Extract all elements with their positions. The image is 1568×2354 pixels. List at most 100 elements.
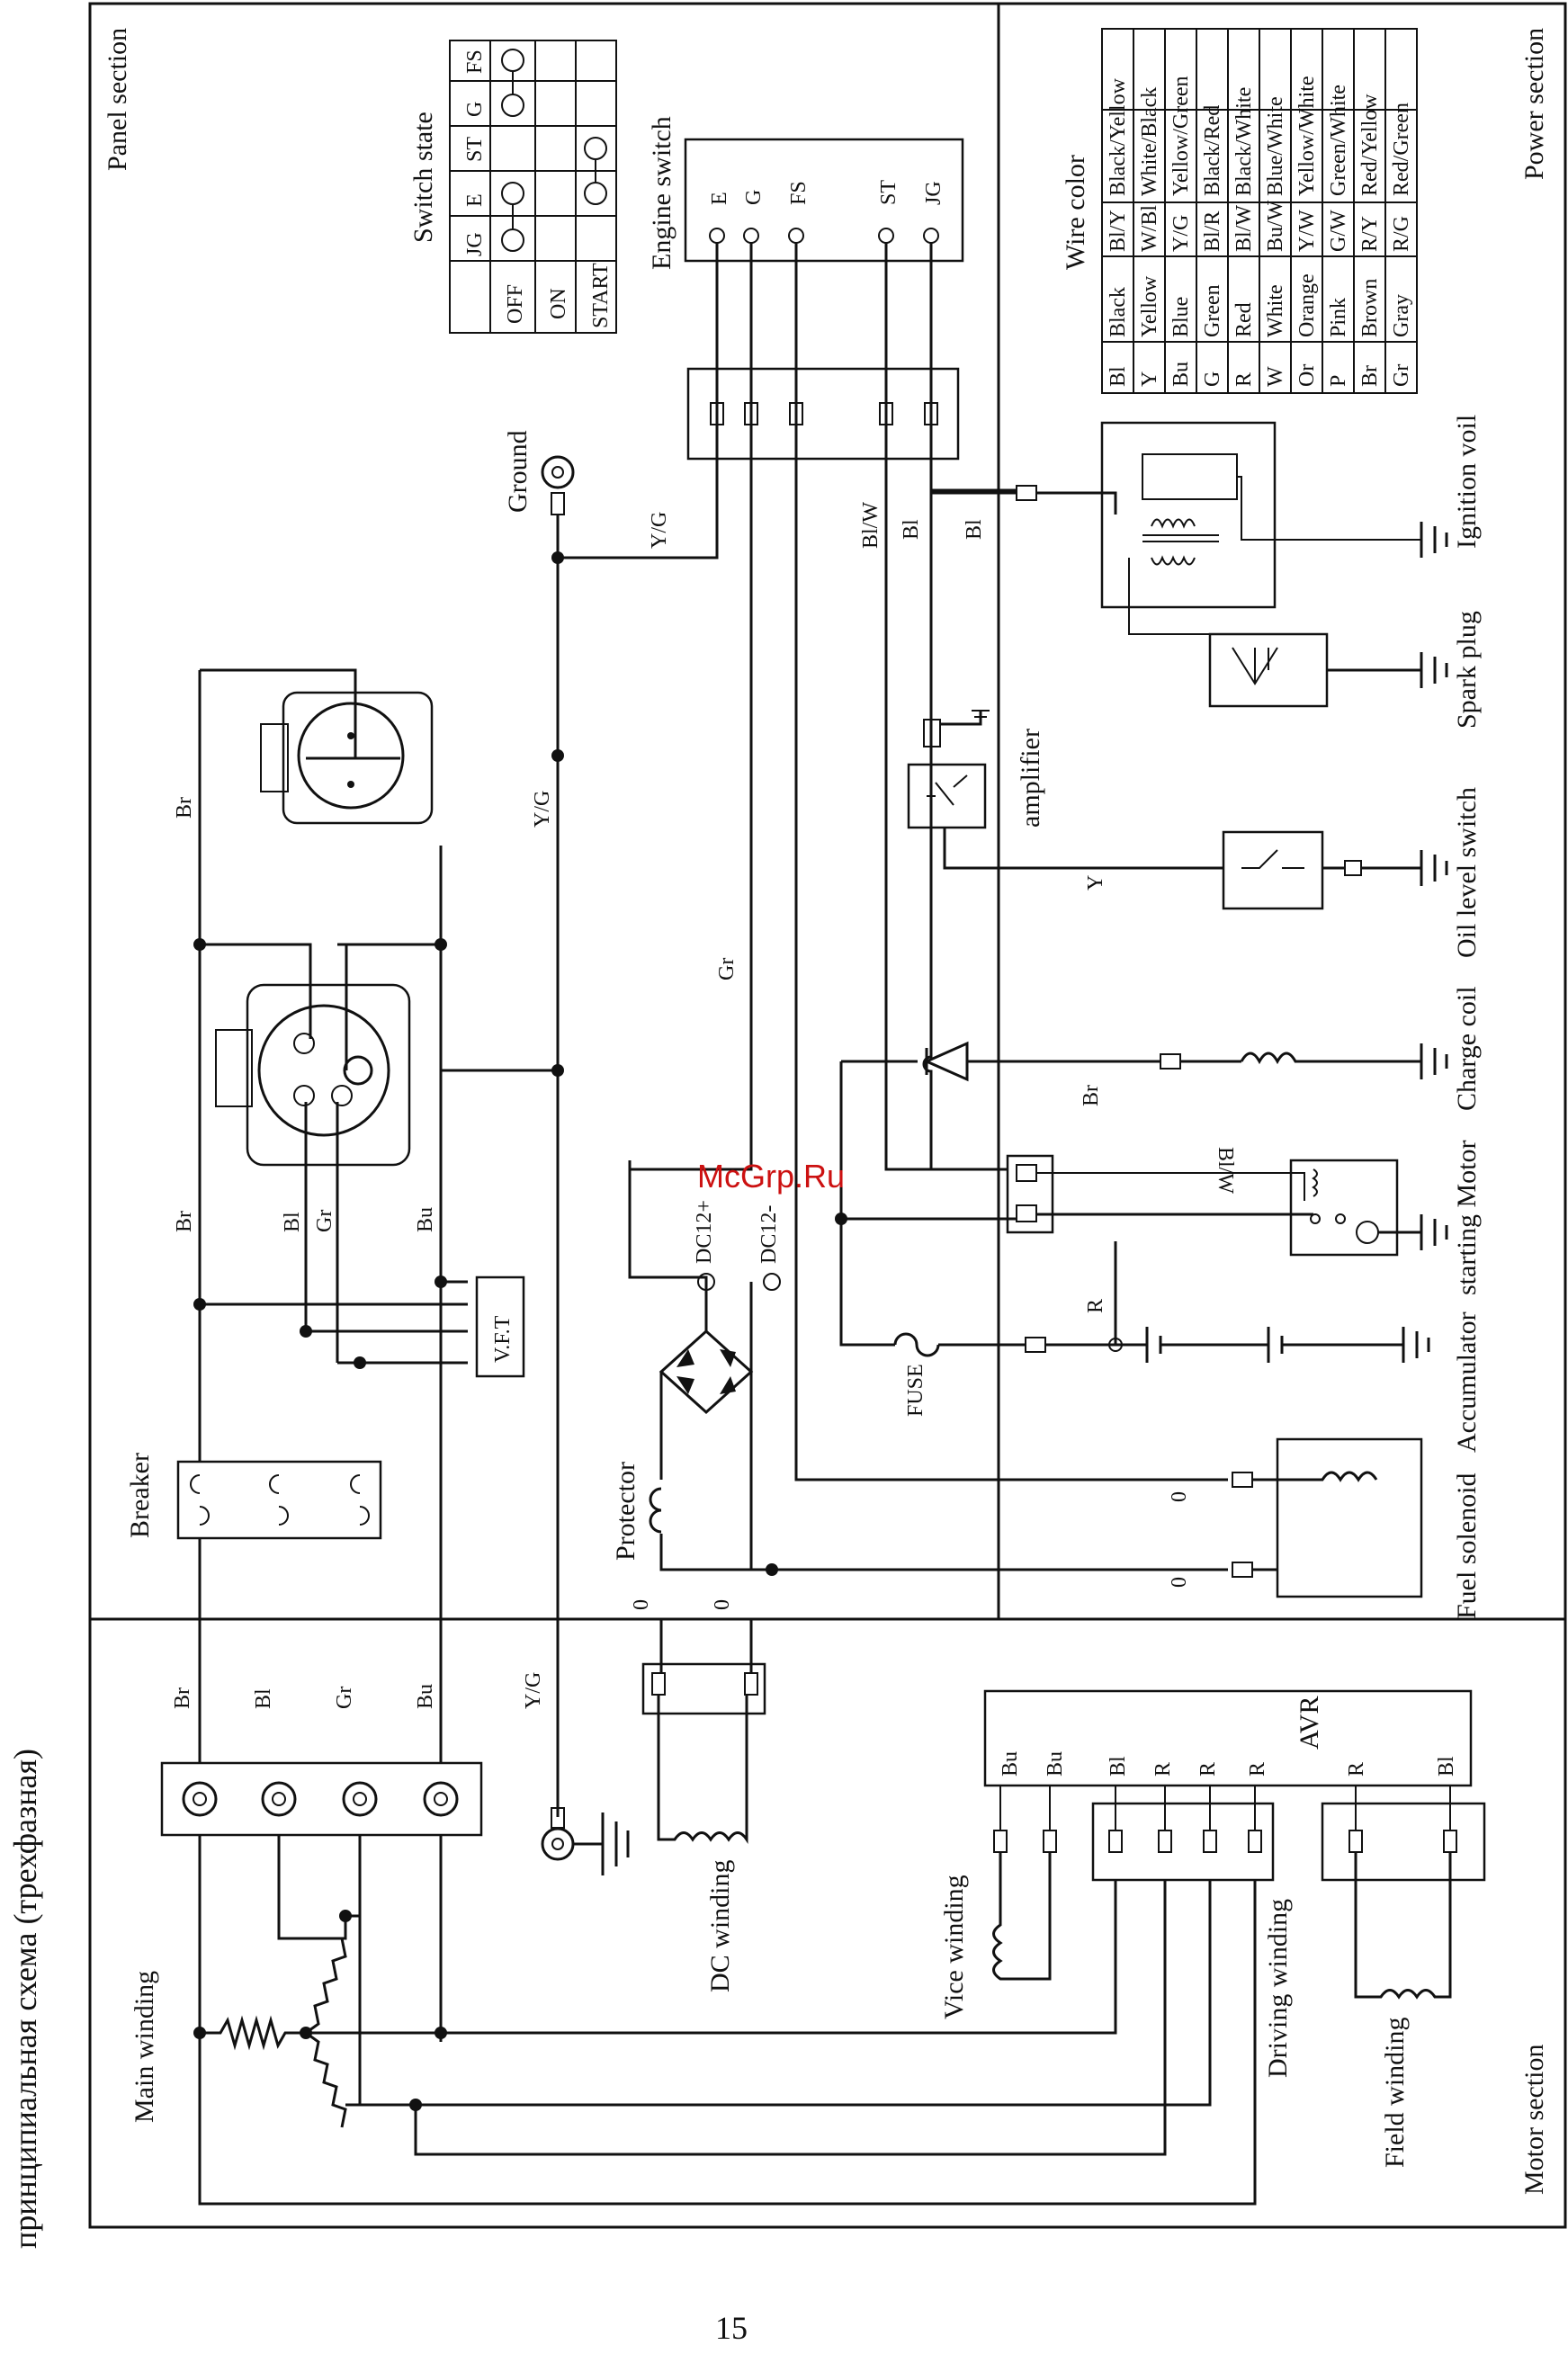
engine-switch-title: Engine switch (647, 116, 676, 270)
wire-label-yg-top: Y/G (648, 512, 671, 549)
wire-label-y: Y (1084, 875, 1107, 891)
dc12-minus-label: DC12- (757, 1205, 781, 1264)
wire-color-pair-name: Yellow/White (1295, 76, 1319, 196)
charge-coil-winding (1240, 1052, 1421, 1065)
wire-color-pair-name: Blue/White (1264, 96, 1287, 196)
ground-symbol-charge (1420, 1043, 1448, 1079)
wire-label-bu-mid: Bu (414, 1207, 437, 1232)
ground-symbol-motor (1420, 1214, 1448, 1250)
oil-switch-label: Oil level switch (1452, 787, 1482, 958)
ground-ring (541, 455, 575, 489)
wire-color-pair-code: Bl/Y (1107, 210, 1130, 252)
wire-color-name: Brown (1358, 279, 1382, 337)
bridge-rectifier (659, 1329, 754, 1415)
switch-row-on: ON (547, 288, 570, 319)
wire-label-yg-mid: Y/G (531, 791, 554, 828)
engine-switch-box (684, 138, 964, 263)
vft-box (475, 1275, 525, 1378)
wire-color-pair-code: Bl/R (1201, 211, 1224, 252)
protector-label: Protector (611, 1462, 641, 1561)
wire-label-gr-low: Gr (333, 1687, 356, 1709)
fuse-label: FUSE (904, 1364, 927, 1417)
wire-color-name: Red (1232, 302, 1256, 337)
page-title: принципиальная схема (трехфазная) (7, 1749, 43, 2249)
starting-motor-label: starting Motor (1452, 1141, 1482, 1296)
wire-color-title: Wire color (1061, 155, 1090, 270)
fuel-solenoid-box (1276, 1437, 1423, 1598)
fuel-solenoid-label: Fuel solenoid (1452, 1473, 1482, 1620)
panel-wiring (198, 668, 558, 2204)
wire-color-pair-name: Black/Red (1201, 105, 1224, 196)
wire-label-zero-3: 0 (1168, 1491, 1191, 1502)
fuse-symbol (893, 1332, 940, 1357)
wire-color-pair-code: R/Y (1358, 216, 1382, 252)
switch-row-start: START (589, 263, 613, 328)
amplifier-label: amplifier (1016, 729, 1045, 828)
wire-color-code: W (1264, 366, 1287, 387)
switch-col-fs: FS (463, 49, 487, 74)
ground-label: Ground (503, 430, 533, 513)
wire-color-name: Yellow (1138, 275, 1161, 337)
wire-color-pair-name: Red/Green (1390, 103, 1413, 196)
diode (923, 1041, 969, 1082)
svg-text:Bu: Bu (999, 1751, 1022, 1777)
main-winding-label: Main winding (130, 1971, 159, 2123)
ignition-coil-label: Ignition voil (1452, 415, 1482, 549)
wire-color-pair-name: Red/Yellow (1358, 94, 1382, 196)
wire-color-pair-name: Green/White (1327, 85, 1350, 196)
breaker-contacts (190, 1474, 370, 1526)
wire-color-pair-code: Y/G (1169, 215, 1193, 252)
switch-col-e: E (463, 193, 487, 207)
amplifier-box (907, 763, 987, 829)
ground-symbol-oil (1420, 850, 1448, 886)
oil-switch-box (1222, 830, 1324, 910)
vice-winding-label: Vice winding (939, 1875, 969, 2019)
motor-section-label: Motor section (1519, 2045, 1549, 2195)
starting-motor-box (1289, 1159, 1399, 1257)
vft-label: V.F.T (491, 1315, 515, 1363)
wire-color-code: Br (1358, 365, 1382, 387)
wire-label-br-mid: Br (173, 1211, 196, 1232)
wire-label-gr-dc: Gr (715, 958, 739, 980)
wire-color-code: Gr (1390, 364, 1413, 387)
power-section-label: Power section (1519, 28, 1549, 180)
main-winding (200, 1835, 362, 2128)
wire-label-zero-4: 0 (1168, 1577, 1191, 1588)
wire-label-bl-low: Bl (252, 1688, 275, 1709)
ground-symbol-spark (1420, 652, 1448, 688)
dc12-plus-terminal (697, 1273, 715, 1291)
svg-text:Bu: Bu (1044, 1751, 1067, 1777)
wire-label-yg-low: Y/G (522, 1672, 545, 1709)
accumulator-label: Accumulator (1452, 1311, 1482, 1453)
ground-symbol-bottom (601, 1812, 630, 1875)
wire-color-code: Or (1295, 364, 1319, 387)
wire-color-code: Bl (1107, 366, 1130, 387)
svg-text:FS: FS (787, 181, 811, 205)
wire-color-code: P (1327, 375, 1350, 387)
wire-label-zero-1: 0 (630, 1599, 653, 1610)
wire-color-pair-name: White/Black (1138, 87, 1161, 196)
breaker-box (176, 1460, 382, 1540)
wire-color-name: Green (1201, 284, 1224, 337)
svg-text:R: R (1196, 1762, 1220, 1777)
wire-color-name: Blue (1169, 297, 1193, 337)
wire-label-gr-mid: Gr (313, 1210, 336, 1232)
ground-symbol-ignition (1420, 522, 1448, 558)
dc12-plus-label: DC12+ (693, 1200, 716, 1264)
wire-color-rows: BlBlackBl/YBlack/YellowYYellowW/BlWhite/… (1107, 29, 1413, 393)
switch-state-table: JG E ST G FS OFF ON START (449, 40, 617, 334)
ignition-coil-windings (931, 453, 1421, 635)
wire-label-br-low: Br (171, 1687, 194, 1709)
wire-label-br-top: Br (173, 797, 196, 819)
wire-color-pair-code: Y/W (1295, 210, 1319, 252)
watermark: McGrp.Ru (697, 1158, 845, 1195)
wire-color-pair-code: W/Bl (1138, 205, 1161, 252)
switch-row-off: OFF (504, 284, 527, 324)
switch-col-st: ST (463, 137, 487, 162)
svg-text:R: R (1345, 1762, 1368, 1777)
spark-plug-label: Spark plug (1452, 611, 1482, 729)
wire-color-name: Gray (1390, 294, 1413, 337)
wire-color-name: White (1264, 284, 1287, 337)
wire-label-r-acc: R (1084, 1299, 1107, 1313)
